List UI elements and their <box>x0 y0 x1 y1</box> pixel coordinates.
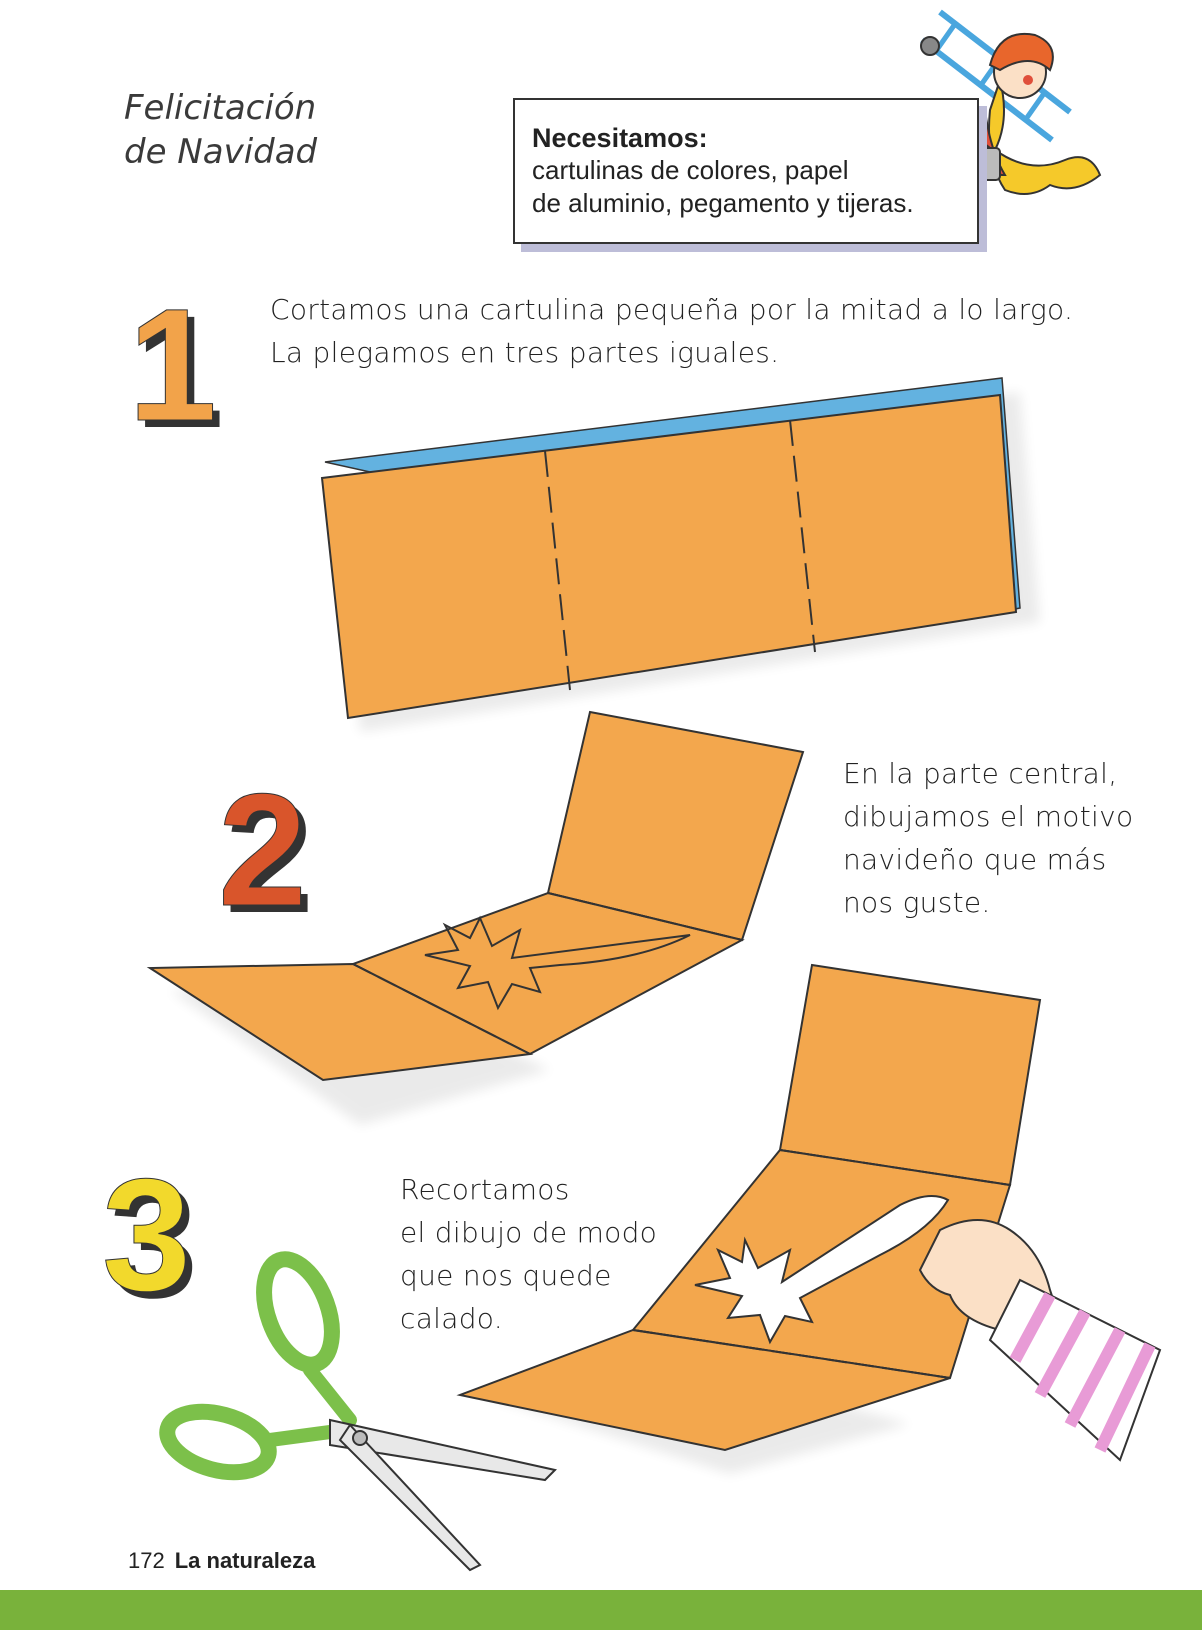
page-title-line-2: de Navidad <box>124 132 318 172</box>
step-number-2-glyph: 2 <box>218 760 307 939</box>
step-2-text: En la parte central, dibujamos el motivo… <box>843 752 1133 924</box>
step-1-line-2: La plegamos en tres partes iguales. <box>270 336 780 369</box>
materials-line-2: de aluminio, pegamento y tijeras. <box>532 188 914 218</box>
step-3-line-1: Recortamos <box>400 1173 570 1206</box>
svg-text:2: 2 <box>225 767 314 946</box>
svg-text:1: 1 <box>135 282 224 461</box>
step-2-line-3: navideño que más <box>843 843 1107 876</box>
step-3-line-2: el dibujo de modo <box>400 1216 658 1249</box>
materials-line-1: cartulinas de colores, papel <box>532 155 849 185</box>
step-3-card-illustration <box>456 963 1042 1474</box>
step-1-card-illustration <box>320 377 1040 732</box>
page-title-line-1: Felicitación <box>124 88 317 128</box>
step-number-1-glyph: 1 <box>128 275 217 454</box>
step-2-line-4: nos guste. <box>843 886 991 919</box>
page-number: 172 <box>128 1548 165 1573</box>
section-name: La naturaleza <box>174 1548 316 1573</box>
scissors-illustration <box>159 1251 557 1572</box>
step-number-1: 1 1 <box>128 275 224 462</box>
step-number-3-glyph: 3 <box>102 1145 191 1324</box>
step-3-line-4: calado. <box>400 1302 503 1335</box>
step-3-text: Recortamos el dibujo de modo que nos que… <box>400 1168 657 1340</box>
step-number-3: 3 3 <box>102 1145 198 1332</box>
elf-character-illustration <box>920 9 1102 195</box>
page-title: Felicitación de Navidad <box>124 86 354 174</box>
step-2-card-illustration <box>146 710 805 1125</box>
step-3-line-3: que nos quede <box>400 1259 612 1292</box>
step-2-line-2: dibujamos el motivo <box>843 800 1134 833</box>
svg-text:3: 3 <box>109 1152 198 1331</box>
step-1-text: Cortamos una cartulina pequeña por la mi… <box>270 288 1073 374</box>
footer-color-bar <box>0 1590 1202 1630</box>
materials-heading: Necesitamos: <box>532 123 708 153</box>
step-number-2: 2 2 <box>218 760 314 947</box>
step-2-line-1: En la parte central, <box>843 757 1118 790</box>
page-footer: 172 La naturaleza <box>128 1548 315 1574</box>
materials-box: Necesitamos: cartulinas de colores, pape… <box>513 98 979 244</box>
hand-illustration <box>918 1219 1162 1462</box>
step-1-line-1: Cortamos una cartulina pequeña por la mi… <box>270 293 1074 326</box>
